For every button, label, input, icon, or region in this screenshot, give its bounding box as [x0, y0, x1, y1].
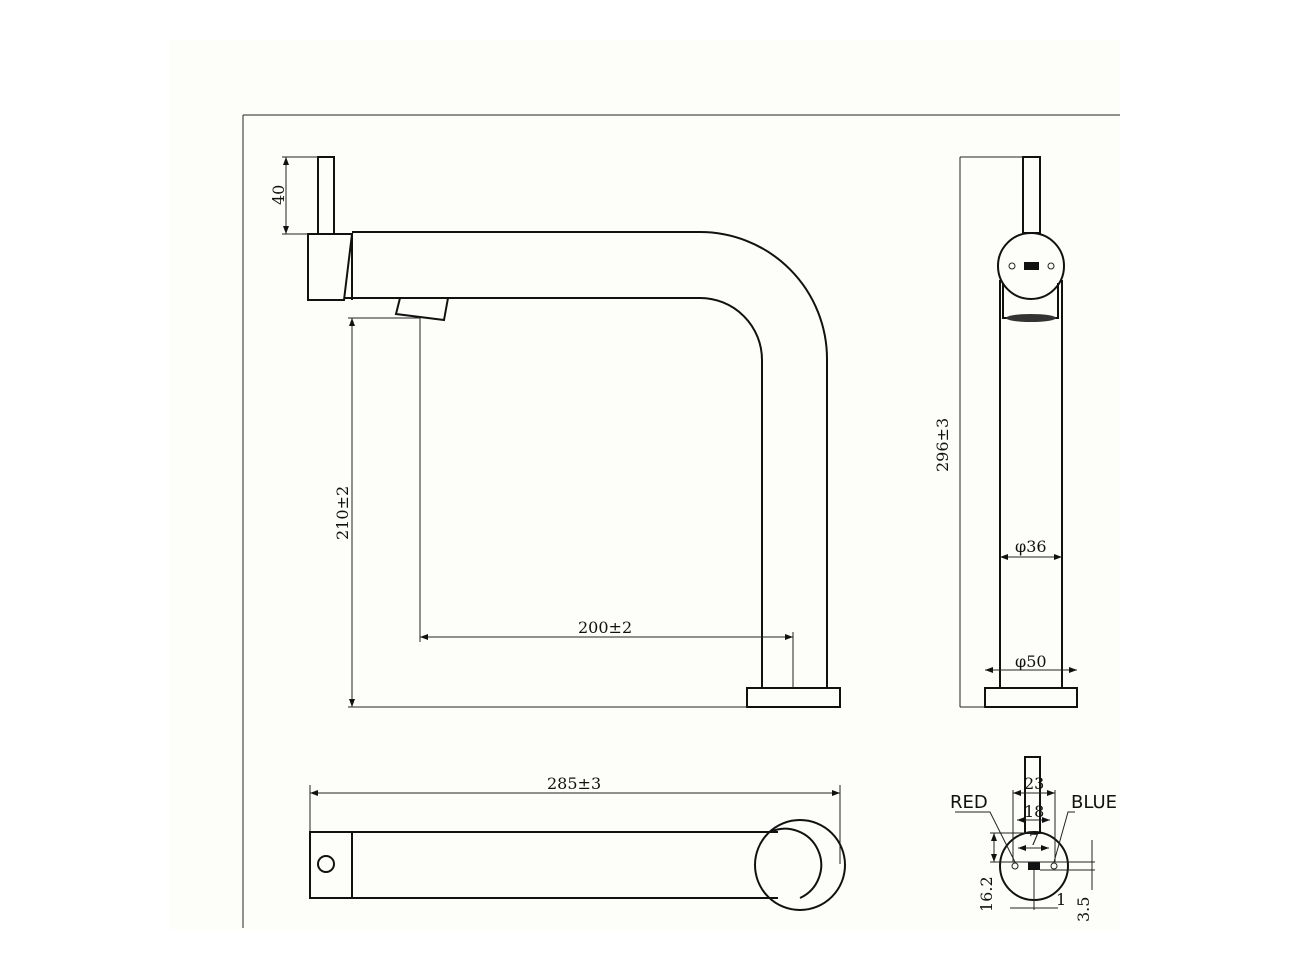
- front-view: 296±3 φ36 φ50: [933, 156, 1078, 708]
- label-red: RED: [950, 792, 988, 813]
- dim-23: 23: [1024, 774, 1044, 793]
- dim-spout-reach: 200±2: [578, 618, 632, 637]
- dim-18: 18: [1024, 802, 1044, 821]
- dim-3-5: 3.5: [1074, 897, 1093, 922]
- sheet-background: [170, 40, 1120, 930]
- dim-base-diameter: φ50: [1015, 652, 1047, 671]
- frame: [242, 114, 1120, 928]
- dim-spout-height: 210±2: [333, 486, 352, 540]
- label-blue: BLUE: [1071, 792, 1117, 813]
- dim-1: 1: [1056, 890, 1066, 909]
- dim-handle-height: 40: [269, 185, 288, 205]
- top-view: 285±3: [309, 774, 846, 911]
- side-view: 40 210±2 200±2: [269, 156, 841, 708]
- dim-total-height: 296±3: [933, 418, 952, 472]
- dim-body-diameter: φ36: [1015, 537, 1047, 556]
- dim-total-length: 285±3: [547, 774, 601, 793]
- dim-7: 7: [1029, 830, 1039, 849]
- detail-view: RED BLUE 23 18 7 16.2 1 3.5: [950, 756, 1117, 922]
- dim-16-2: 16.2: [977, 876, 996, 912]
